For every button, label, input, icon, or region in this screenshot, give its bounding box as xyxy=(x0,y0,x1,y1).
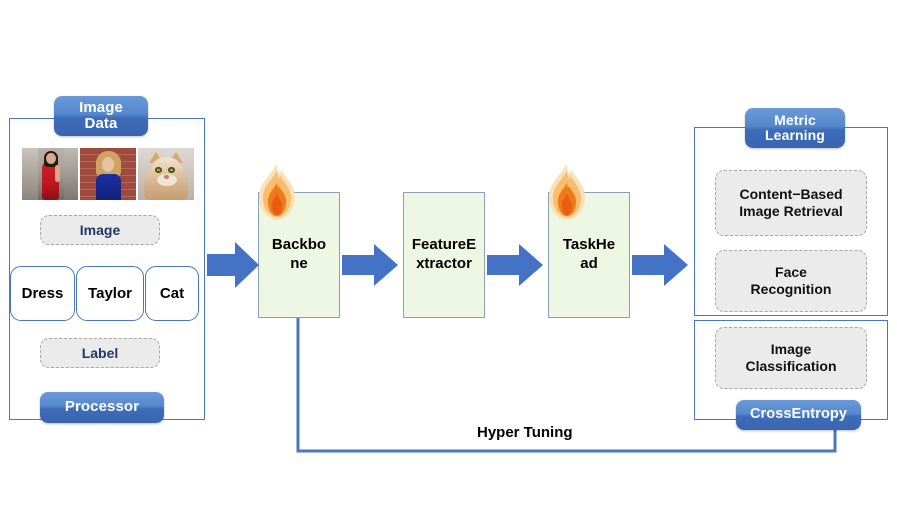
task-head-label-line2: ad xyxy=(580,255,598,272)
task-head-label-line1: TaskHe xyxy=(562,236,616,254)
label-chip-cat[interactable]: Cat xyxy=(145,266,199,321)
crossentropy-badge[interactable]: CrossEntropy xyxy=(736,400,861,430)
feature-extractor-label-line1: FeatureE xyxy=(411,236,477,254)
backbone-label-line1: Backbo xyxy=(271,236,327,254)
face-recognition-line2: Recognition xyxy=(750,281,832,297)
hyper-tuning-text: Hyper Tuning xyxy=(477,424,573,441)
arrow-featureextractor-to-taskhead xyxy=(487,244,543,286)
ginger-cat-photo xyxy=(138,148,194,200)
label-chip-dress-text: Dress xyxy=(21,285,64,302)
backbone-label-line2: ne xyxy=(290,255,308,272)
thumbnail-strip xyxy=(22,148,194,200)
label-chip-taylor[interactable]: Taylor xyxy=(76,266,144,321)
feature-extractor-block[interactable]: FeatureE xtractor xyxy=(403,192,485,318)
blonde-woman-blue-top-photo xyxy=(80,148,136,200)
task-face-recognition[interactable]: Face Recognition xyxy=(715,250,867,312)
label-chip-taylor-text: Taylor xyxy=(88,285,132,302)
woman-red-dress-photo xyxy=(22,148,78,200)
metric-learning-badge-line1: Metric xyxy=(774,111,816,128)
image-data-badge-line2: Data xyxy=(84,115,118,132)
processor-badge-label: Processor xyxy=(64,398,140,416)
feature-extractor-label-line2: xtractor xyxy=(416,255,472,272)
metric-learning-badge[interactable]: Metric Learning xyxy=(745,108,845,148)
image-tag-label: Image xyxy=(79,221,121,238)
label-tag: Label xyxy=(40,338,160,368)
face-recognition-line1: Face xyxy=(775,264,807,281)
processor-badge[interactable]: Processor xyxy=(40,392,164,423)
flame-icon-backbone xyxy=(259,164,295,220)
arrow-data-to-backbone xyxy=(207,242,259,288)
image-data-badge-line1: Image xyxy=(79,98,123,116)
cbir-line2: Image Retrieval xyxy=(739,203,843,219)
hyper-tuning-label: Hyper Tuning xyxy=(477,424,573,441)
flame-icon-taskhead xyxy=(549,164,585,220)
image-tag: Image xyxy=(40,215,160,245)
image-classification-line1: Image xyxy=(770,341,812,358)
task-image-classification[interactable]: Image Classification xyxy=(715,327,867,389)
label-chip-cat-text: Cat xyxy=(159,285,185,302)
metric-learning-badge-line2: Learning xyxy=(765,127,825,143)
label-chip-dress[interactable]: Dress xyxy=(10,266,75,321)
task-content-based-image-retrieval[interactable]: Content−Based Image Retrieval xyxy=(715,170,867,236)
cbir-line1: Content−Based xyxy=(739,186,843,203)
label-tag-label: Label xyxy=(81,344,119,361)
image-data-badge[interactable]: Image Data xyxy=(54,96,148,136)
arrow-backbone-to-featureextractor xyxy=(342,244,398,286)
image-classification-line2: Classification xyxy=(745,358,837,374)
arrow-taskhead-to-tasks xyxy=(632,244,688,286)
crossentropy-badge-label: CrossEntropy xyxy=(749,406,848,423)
